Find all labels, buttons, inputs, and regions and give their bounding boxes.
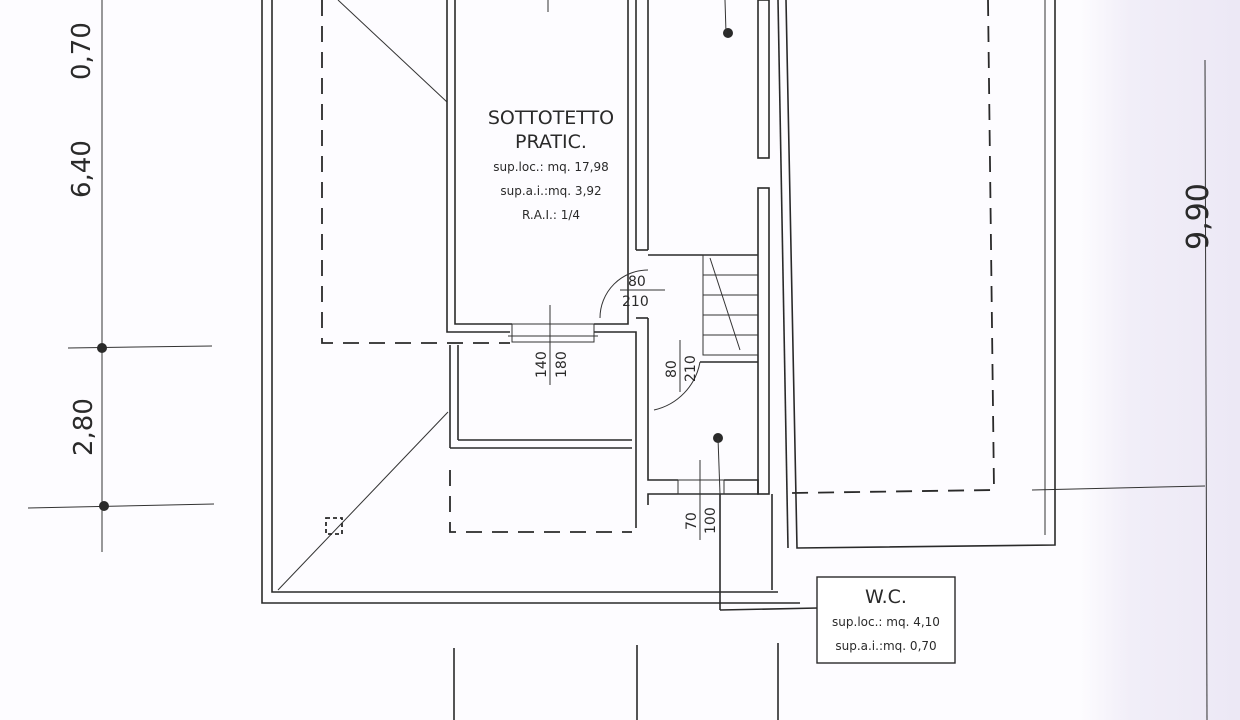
attic-walls: [446, 0, 678, 528]
staircase: [702, 254, 759, 356]
room-area: sup.loc.: mq. 4,10: [832, 615, 940, 629]
right-dimension-line: 9,90: [1031, 59, 1216, 720]
dashed-height-line: [321, 0, 995, 533]
window-height: 180: [554, 351, 570, 378]
attic-room-label: SOTTOTETTO PRATIC. sup.loc.: mq. 17,98 s…: [488, 107, 614, 222]
room-title: SOTTOTETTO: [488, 107, 614, 129]
light-point-icon: [723, 28, 733, 38]
window-height: 100: [703, 507, 719, 534]
lower-floor-lines: [453, 643, 779, 720]
dimension-label: 6,40: [67, 140, 97, 198]
dimension-label: 9,90: [1181, 183, 1216, 250]
left-dimension-line: 0,70 6,40 2,80: [27, 0, 215, 552]
door-attic: 80 210: [599, 269, 665, 319]
room-title: W.C.: [865, 586, 907, 608]
window-width: 70: [684, 512, 700, 530]
door-width: 80: [628, 274, 646, 290]
dimension-node: [97, 343, 107, 353]
chimney-marker: [325, 517, 343, 535]
door-wc: 80 210: [653, 340, 701, 411]
dimension-label: 2,80: [69, 398, 99, 456]
window-width: 140: [534, 351, 550, 378]
room-title: PRATIC.: [515, 131, 587, 153]
door-height: 210: [683, 355, 699, 382]
room-area: sup.loc.: mq. 17,98: [493, 160, 609, 174]
window-attic: 140 180: [508, 305, 598, 385]
dimension-label: 0,70: [67, 22, 97, 80]
room-rai: R.A.I.: 1/4: [522, 208, 580, 222]
corridor-walls: [547, 0, 819, 611]
roof-outline: [261, 0, 1056, 604]
door-width: 80: [664, 360, 680, 378]
window-wc: 70 100: [677, 433, 725, 540]
room-lit-area: sup.a.i.:mq. 0,70: [835, 639, 936, 653]
wc-room-label: W.C. sup.loc.: mq. 4,10 sup.a.i.:mq. 0,7…: [816, 576, 956, 664]
door-height: 210: [622, 294, 649, 310]
room-lit-area: sup.a.i.:mq. 3,92: [500, 184, 601, 198]
dimension-node: [99, 501, 109, 511]
